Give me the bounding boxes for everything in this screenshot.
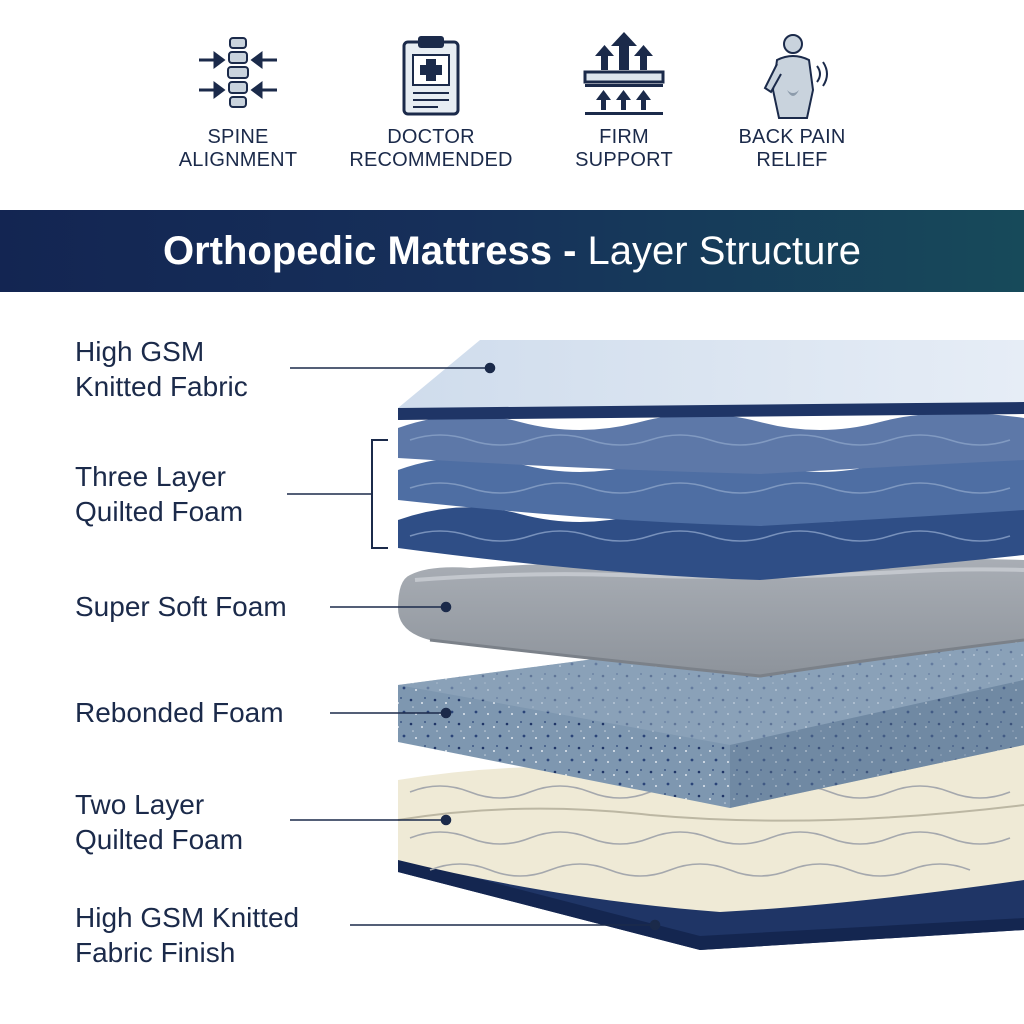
three-layer-bracket xyxy=(371,439,388,549)
label-line: Quilted Foam xyxy=(75,824,244,855)
label-line: Two Layer xyxy=(75,789,205,820)
layer-label-top-fabric: High GSM Knitted Fabric xyxy=(75,334,248,404)
feature-label: BACK PAIN RELIEF xyxy=(738,126,846,171)
label-line: Fabric Finish xyxy=(75,937,236,968)
title-bold: Orthopedic Mattress - xyxy=(163,229,588,273)
layer-label-three-quilted-foam: Three Layer Quilted Foam xyxy=(75,459,243,529)
back-pain-icon xyxy=(763,34,828,119)
feature-spine-alignment: SPINE ALIGNMENT xyxy=(138,30,338,172)
feature-label: FIRM SUPPORT xyxy=(575,126,673,171)
label-line: Super Soft Foam xyxy=(75,591,287,622)
label-line: High GSM xyxy=(75,336,205,367)
label-line: Three Layer xyxy=(75,461,226,492)
mattress-layers-illustration xyxy=(287,340,1024,950)
layer-three-quilted-foam xyxy=(398,412,1024,580)
leader-lines xyxy=(287,362,661,931)
feature-label: DOCTOR RECOMMENDED xyxy=(349,126,513,171)
features-row: SPINE ALIGNMENT DOCTOR RECOMMENDED xyxy=(0,0,1024,210)
feature-back-pain-relief: BACK PAIN RELIEF xyxy=(692,30,892,172)
spine-icon xyxy=(199,37,277,108)
layer-top-knitted-fabric xyxy=(398,340,1024,420)
layer-super-soft-foam xyxy=(398,557,1024,678)
firm-support-icon xyxy=(583,32,665,115)
layer-label-two-quilted-foam: Two Layer Quilted Foam xyxy=(75,787,243,857)
title-banner: Orthopedic Mattress - Layer Structure xyxy=(0,210,1024,292)
label-line: High GSM Knitted xyxy=(75,902,300,933)
clipboard-medical-icon xyxy=(402,36,460,116)
feature-firm-support: FIRM SUPPORT xyxy=(524,30,724,172)
layer-label-fabric-finish: High GSM Knitted Fabric Finish xyxy=(75,900,299,970)
title-light: Layer Structure xyxy=(587,229,861,273)
layer-label-super-soft-foam: Super Soft Foam xyxy=(75,589,287,624)
feature-label: SPINE ALIGNMENT xyxy=(178,126,298,171)
layer-two-quilted-foam xyxy=(397,745,1024,912)
label-line: Rebonded Foam xyxy=(75,697,284,728)
page-title: Orthopedic Mattress - Layer Structure xyxy=(0,210,1024,292)
label-line: Quilted Foam xyxy=(75,496,244,527)
label-line: Knitted Fabric xyxy=(75,371,248,402)
layer-rebonded-foam xyxy=(398,640,1024,808)
feature-doctor-recommended: DOCTOR RECOMMENDED xyxy=(331,30,531,172)
layer-label-rebonded-foam: Rebonded Foam xyxy=(75,695,284,730)
